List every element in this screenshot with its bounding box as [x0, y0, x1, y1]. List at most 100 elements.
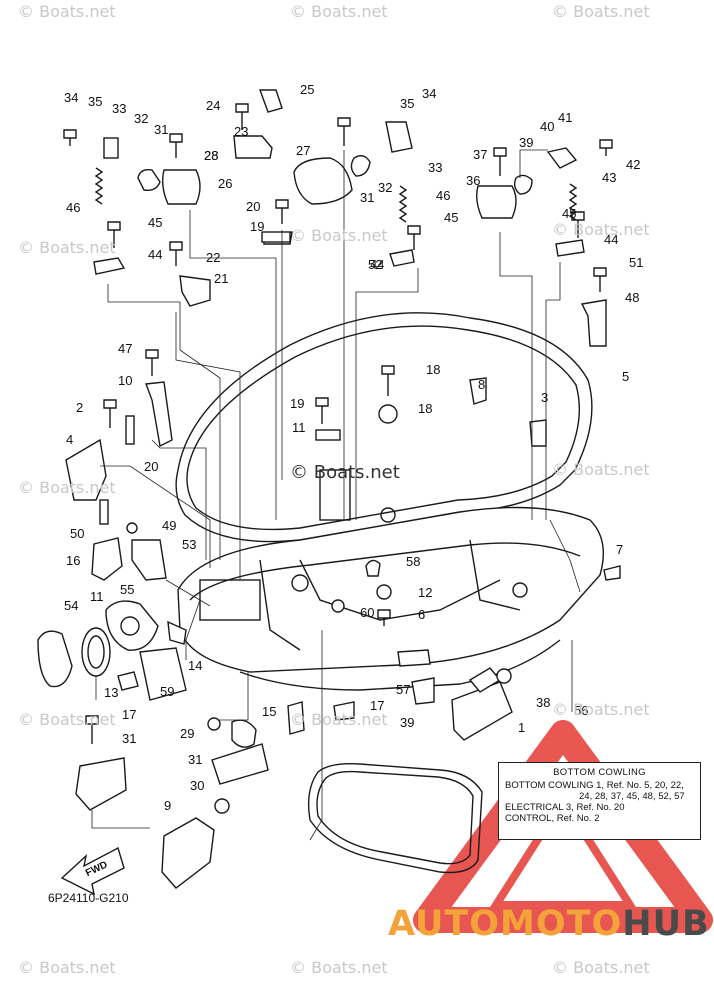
callout-number: 39: [519, 135, 533, 150]
callout-number: 28: [204, 148, 218, 163]
callout-number: 20: [246, 199, 260, 214]
watermark-text: © Boats.net: [290, 2, 388, 21]
callout-number: 33: [112, 101, 126, 116]
callout-number: 40: [540, 119, 554, 134]
callout-number: 11: [90, 589, 104, 604]
callout-number: 13: [104, 685, 118, 700]
watermark-text: © Boats.net: [18, 238, 116, 257]
callout-number: 31: [122, 731, 136, 746]
callout-number: 50: [70, 526, 84, 541]
legend-line: CONTROL, Ref. No. 2: [505, 813, 600, 824]
callout-number: 31: [188, 752, 202, 767]
callout-number: 52: [368, 257, 382, 272]
legend-line: 24, 28, 37, 45, 48, 52, 57: [579, 791, 685, 802]
callout-number: 56: [574, 703, 588, 718]
callout-number: 49: [162, 518, 176, 533]
callout-number: 9: [164, 798, 171, 813]
legend-line: BOTTOM COWLING 1, Ref. No. 5, 20, 22,: [505, 780, 684, 791]
callout-number: 35: [88, 94, 102, 109]
callout-number: 20: [144, 459, 158, 474]
watermark-text: © Boats.net: [290, 710, 388, 729]
callout-number: 18: [426, 362, 440, 377]
callout-number: 31: [154, 122, 168, 137]
callout-number: 14: [188, 658, 202, 673]
brand-wordmark-part: AUTOMOTO: [388, 904, 623, 944]
watermark-text: © Boats.net: [552, 2, 650, 21]
callout-number: 4: [66, 432, 73, 447]
legend-line: ELECTRICAL 3, Ref. No. 20: [505, 802, 625, 813]
callout-number: 18: [418, 401, 432, 416]
callout-number: 55: [120, 582, 134, 597]
callout-number: 29: [180, 726, 194, 741]
callout-number: 21: [214, 271, 228, 286]
callout-number: 26: [218, 176, 232, 191]
callout-number: 44: [148, 247, 162, 262]
lower-left-parts: [37, 522, 621, 889]
upper-parts-group: [65, 89, 607, 525]
watermark-text: © Boats.net: [18, 2, 116, 21]
callout-number: 45: [444, 210, 458, 225]
callout-number: 38: [536, 695, 550, 710]
callout-number: 42: [626, 157, 640, 172]
callout-number: 11: [292, 420, 306, 435]
callout-number: 15: [262, 704, 276, 719]
watermark-text: © Boats.net: [552, 460, 650, 479]
callout-number: 23: [234, 124, 248, 139]
callout-number: 54: [64, 598, 78, 613]
callout-number: 48: [625, 290, 639, 305]
callout-number: 41: [558, 110, 572, 125]
reference-lines: [91, 149, 581, 841]
callout-number: 22: [206, 250, 220, 265]
callout-number: 58: [406, 554, 420, 569]
callout-number: 36: [466, 173, 480, 188]
callout-number: 30: [190, 778, 204, 793]
spring-parts: [94, 167, 578, 223]
callout-number: 12: [418, 585, 432, 600]
callout-number: 3: [541, 390, 548, 405]
callout-number: 59: [160, 684, 174, 699]
callout-number: 16: [66, 553, 80, 568]
callout-number: 19: [290, 396, 304, 411]
callout-number: 8: [478, 377, 485, 392]
callout-number: 37: [473, 147, 487, 162]
callout-number: 17: [370, 698, 384, 713]
watermark-text: © Boats.net: [18, 958, 116, 977]
callout-number: 45: [148, 215, 162, 230]
watermark-text: © Boats.net: [290, 226, 388, 245]
callout-number: 24: [206, 98, 220, 113]
watermark-text: © Boats.net: [552, 958, 650, 977]
callout-number: 47: [118, 341, 132, 356]
watermark-text: © Boats.net: [18, 710, 116, 729]
callout-number: 43: [602, 170, 616, 185]
callout-number: 32: [378, 180, 392, 195]
callout-number: 60: [360, 605, 374, 620]
callout-number: 6: [418, 607, 425, 622]
callout-number: 39: [400, 715, 414, 730]
callout-number: 46: [436, 188, 450, 203]
callout-number: 28: [204, 148, 218, 163]
callout-number: 25: [300, 82, 314, 97]
callout-number: 10: [118, 373, 132, 388]
legend-title: BOTTOM COWLING: [553, 767, 646, 778]
callout-number: 31: [360, 190, 374, 205]
callout-number: 57: [396, 682, 410, 697]
gasket-part: [307, 762, 483, 874]
callout-number: 45: [562, 206, 576, 221]
callout-number: 1: [518, 720, 525, 735]
watermark-text: © Boats.net: [290, 462, 400, 483]
callout-number: 2: [76, 400, 83, 415]
callout-number: 27: [296, 143, 310, 158]
fwd-arrow-icon: FWD: [60, 846, 125, 896]
callout-number: 44: [370, 257, 384, 272]
watermark-text: © Boats.net: [18, 478, 116, 497]
callout-number: 53: [182, 537, 196, 552]
brand-wordmark-part: HUB: [622, 904, 710, 944]
watermark-text: © Boats.net: [552, 220, 650, 239]
brand-wordmark: AUTOMOTOHUB: [388, 904, 710, 944]
callout-number: 46: [66, 200, 80, 215]
callout-number: 35: [400, 96, 414, 111]
watermark-text: © Boats.net: [552, 700, 650, 719]
